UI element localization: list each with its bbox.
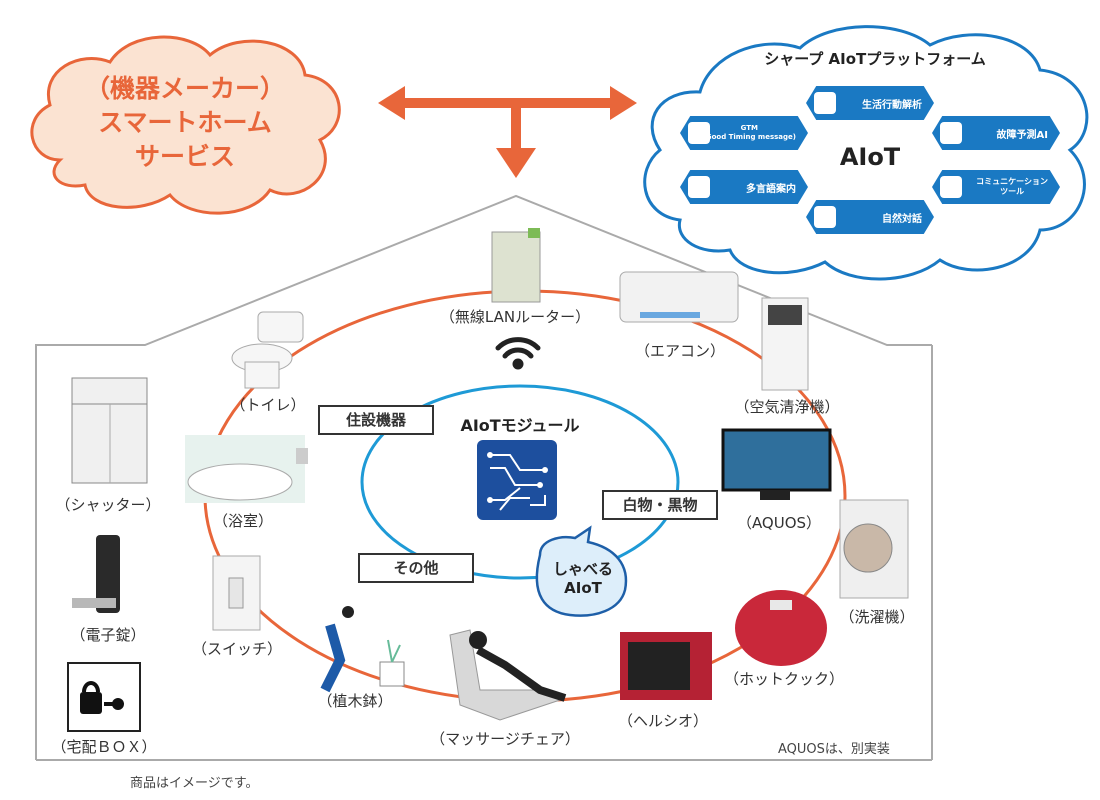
hex-label: 故障予測AI [996, 129, 1048, 141]
platform-title: シャープ AIoTプラットフォーム [764, 50, 986, 68]
electronic-lock-icon [72, 535, 120, 613]
chat-icon [814, 206, 836, 228]
category-housing: 住設機器 [318, 405, 434, 435]
hex-natural-dialogue: 自然対話 [806, 200, 934, 234]
traveler-icon [688, 176, 710, 198]
label-aircon: （エアコン） [634, 342, 726, 360]
speech-bubble [535, 525, 628, 617]
maker-service-label: （機器メーカー） スマートホーム サービス [84, 74, 285, 171]
speech-bubble-text: しゃべる AIoT [552, 560, 613, 597]
image-note: 商品はイメージです。 [130, 776, 259, 791]
switch-icon [212, 555, 261, 631]
label-router: （無線LANルーター） [439, 308, 591, 326]
shutter-icon [71, 377, 148, 484]
label-bath: （浴室） [212, 512, 274, 530]
hex-communication-tool: コミュニケーション ツール [932, 170, 1060, 204]
hex-label: 生活行動解析 [862, 99, 922, 111]
hex-gtm: GTM (Good Timing message) [680, 116, 808, 150]
label-switch: （スイッチ） [191, 640, 283, 658]
category-white-black: 白物・黒物 [602, 490, 718, 520]
toilet-icon [231, 311, 304, 389]
arrow-left-head [378, 86, 405, 120]
aiot-module-chip-icon [477, 440, 557, 520]
hex-multilingual: 多言語案内 [680, 170, 808, 204]
label-air-purifier: （空気清浄機） [734, 398, 840, 416]
hex-failure-prediction: 故障予測AI [932, 116, 1060, 150]
label-planter: （植木鉢） [317, 692, 393, 710]
platform-cloud [643, 25, 1089, 281]
maker-cloud [30, 35, 341, 215]
hex-behavior-analysis: 生活行動解析 [806, 86, 934, 120]
platform-center-aiot: AIoT [839, 143, 901, 171]
label-hotcook: （ホットクック） [723, 670, 845, 688]
aquos-note: AQUOSは、別実装 [778, 742, 890, 757]
healsio-icon [620, 632, 712, 700]
person-info-icon [688, 122, 710, 144]
aircon-icon [619, 271, 739, 323]
hotcook-icon [735, 590, 827, 666]
label-healsio: （ヘルシオ） [617, 712, 709, 730]
inner-ring [360, 384, 680, 580]
bath-icon [185, 435, 308, 503]
hex-label: 多言語案内 [746, 183, 796, 195]
hex-label: 自然対話 [882, 213, 922, 225]
massage-chair-icon [449, 629, 567, 721]
hex-label: GTM (Good Timing message) [702, 124, 796, 141]
phone-icon [940, 176, 962, 198]
person-icon [814, 92, 836, 114]
air-purifier-icon [761, 297, 809, 391]
tv-icon [721, 428, 832, 500]
label-electronic-lock: （電子錠） [70, 626, 146, 644]
router-icon [491, 228, 541, 303]
label-shutter: （シャッター） [55, 496, 161, 514]
hex-label: コミュニケーション ツール [976, 177, 1048, 196]
label-aquos: （AQUOS） [736, 514, 822, 532]
head-gear-icon [940, 122, 962, 144]
arrow-right-head [610, 86, 637, 120]
washer-icon [839, 499, 909, 599]
label-delivery-box: （宅配ＢＯＸ） [51, 738, 157, 756]
label-toilet: （トイレ） [230, 396, 306, 414]
house-outline [35, 194, 932, 760]
category-other: その他 [358, 553, 474, 583]
label-washer: （洗濯機） [839, 608, 915, 626]
delivery-box-icon [67, 662, 141, 732]
label-massage-chair: （マッサージチェア） [430, 730, 580, 748]
down-arrow-head [496, 148, 536, 178]
module-title: AIoTモジュール [460, 416, 580, 435]
wifi-icon [495, 337, 541, 370]
planter-icon [320, 606, 405, 693]
